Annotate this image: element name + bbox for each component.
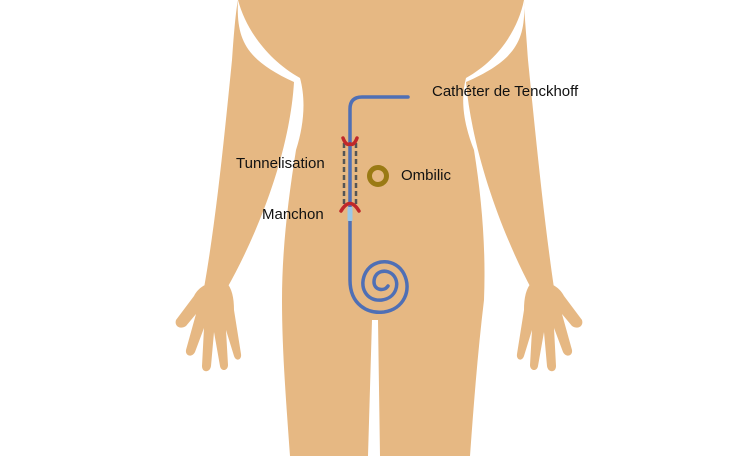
catheter-tip-segment <box>347 207 353 221</box>
label-catheter: Cathéter de Tenckhoff <box>432 83 579 100</box>
label-navel: Ombilic <box>401 167 452 184</box>
upper-cuff-right-bracket <box>348 136 359 147</box>
right-arm <box>466 0 554 290</box>
body-silhouette <box>175 0 583 456</box>
torso <box>238 0 524 456</box>
left-hand <box>175 281 242 372</box>
right-hand <box>516 281 583 372</box>
label-tunnel: Tunnelisation <box>236 155 325 172</box>
label-cuff: Manchon <box>262 206 324 223</box>
tunnel-outline <box>342 143 358 204</box>
upper-cuff <box>341 136 359 147</box>
navel-ring <box>367 165 389 187</box>
left-arm <box>204 0 294 290</box>
lower-cuff-arc <box>339 201 361 213</box>
lower-cuff <box>339 201 361 213</box>
catheter-tube <box>348 95 410 314</box>
